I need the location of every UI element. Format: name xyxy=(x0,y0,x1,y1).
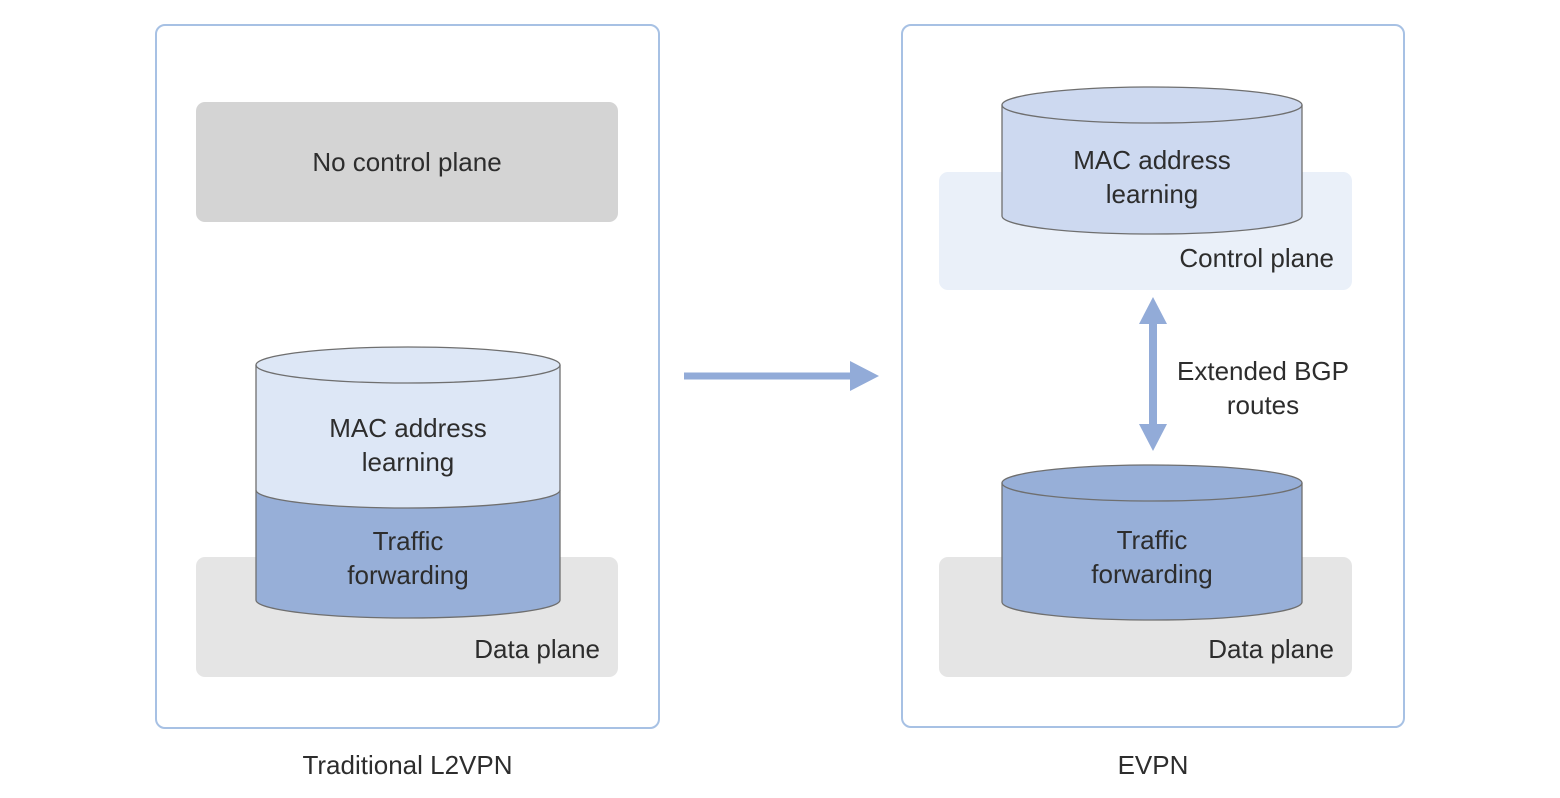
bgp-arrow-down-head-icon xyxy=(1139,424,1167,451)
transition-arrow-head-icon xyxy=(850,361,879,391)
evpn-traffic-forwarding-line2: forwarding xyxy=(1091,559,1213,589)
left-traffic-forwarding-label: Traffic forwarding xyxy=(256,524,560,592)
evpn-mac-cylinder-top-ellipse xyxy=(1001,86,1303,124)
extended-bgp-routes-line2: routes xyxy=(1226,390,1300,420)
extended-bgp-routes-line1: Extended BGP xyxy=(1177,356,1349,386)
no-control-plane-label: No control plane xyxy=(312,146,502,177)
evpn-traffic-cylinder-top-ellipse xyxy=(1001,464,1303,502)
evpn-mac-learning-label: MAC address learning xyxy=(1002,143,1302,211)
evpn-mac-cylinder-outline xyxy=(1001,105,1303,235)
evpn-traffic-cylinder-body xyxy=(1002,483,1302,620)
bgp-arrow-up-head-icon xyxy=(1139,297,1167,324)
left-cylinder-traffic-section xyxy=(256,490,560,618)
left-mac-learning-line2: learning xyxy=(361,447,455,477)
caption-traditional-l2vpn: Traditional L2VPN xyxy=(302,750,513,780)
evpn-traffic-forwarding-line1: Traffic xyxy=(1116,525,1188,555)
evpn-traffic-forwarding-label: Traffic forwarding xyxy=(1002,523,1302,591)
no-control-plane-box: No control plane xyxy=(196,102,618,222)
left-traffic-forwarding-line2: forwarding xyxy=(347,560,469,590)
caption-evpn: EVPN xyxy=(1117,750,1189,780)
evpn-mac-cylinder-body xyxy=(1002,105,1302,234)
control-plane-label: Control plane xyxy=(1179,243,1334,273)
evpn-mac-learning-line2: learning xyxy=(1105,179,1199,209)
left-cylinder-top-ellipse xyxy=(255,346,561,384)
data-plane-label-left: Data plane xyxy=(474,634,600,664)
left-cylinder-divider-line xyxy=(255,489,561,509)
evpn-traffic-cylinder-outline xyxy=(1001,483,1303,621)
left-cylinder-outline xyxy=(255,365,561,619)
data-plane-label-right: Data plane xyxy=(1208,634,1334,664)
left-cylinder-mac-section xyxy=(256,365,560,508)
left-mac-learning-label: MAC address learning xyxy=(256,411,560,479)
left-mac-learning-line1: MAC address xyxy=(329,413,487,443)
extended-bgp-routes-label: Extended BGP routes xyxy=(1143,354,1383,422)
evpn-mac-learning-line1: MAC address xyxy=(1073,145,1231,175)
left-traffic-forwarding-line1: Traffic xyxy=(372,526,444,556)
